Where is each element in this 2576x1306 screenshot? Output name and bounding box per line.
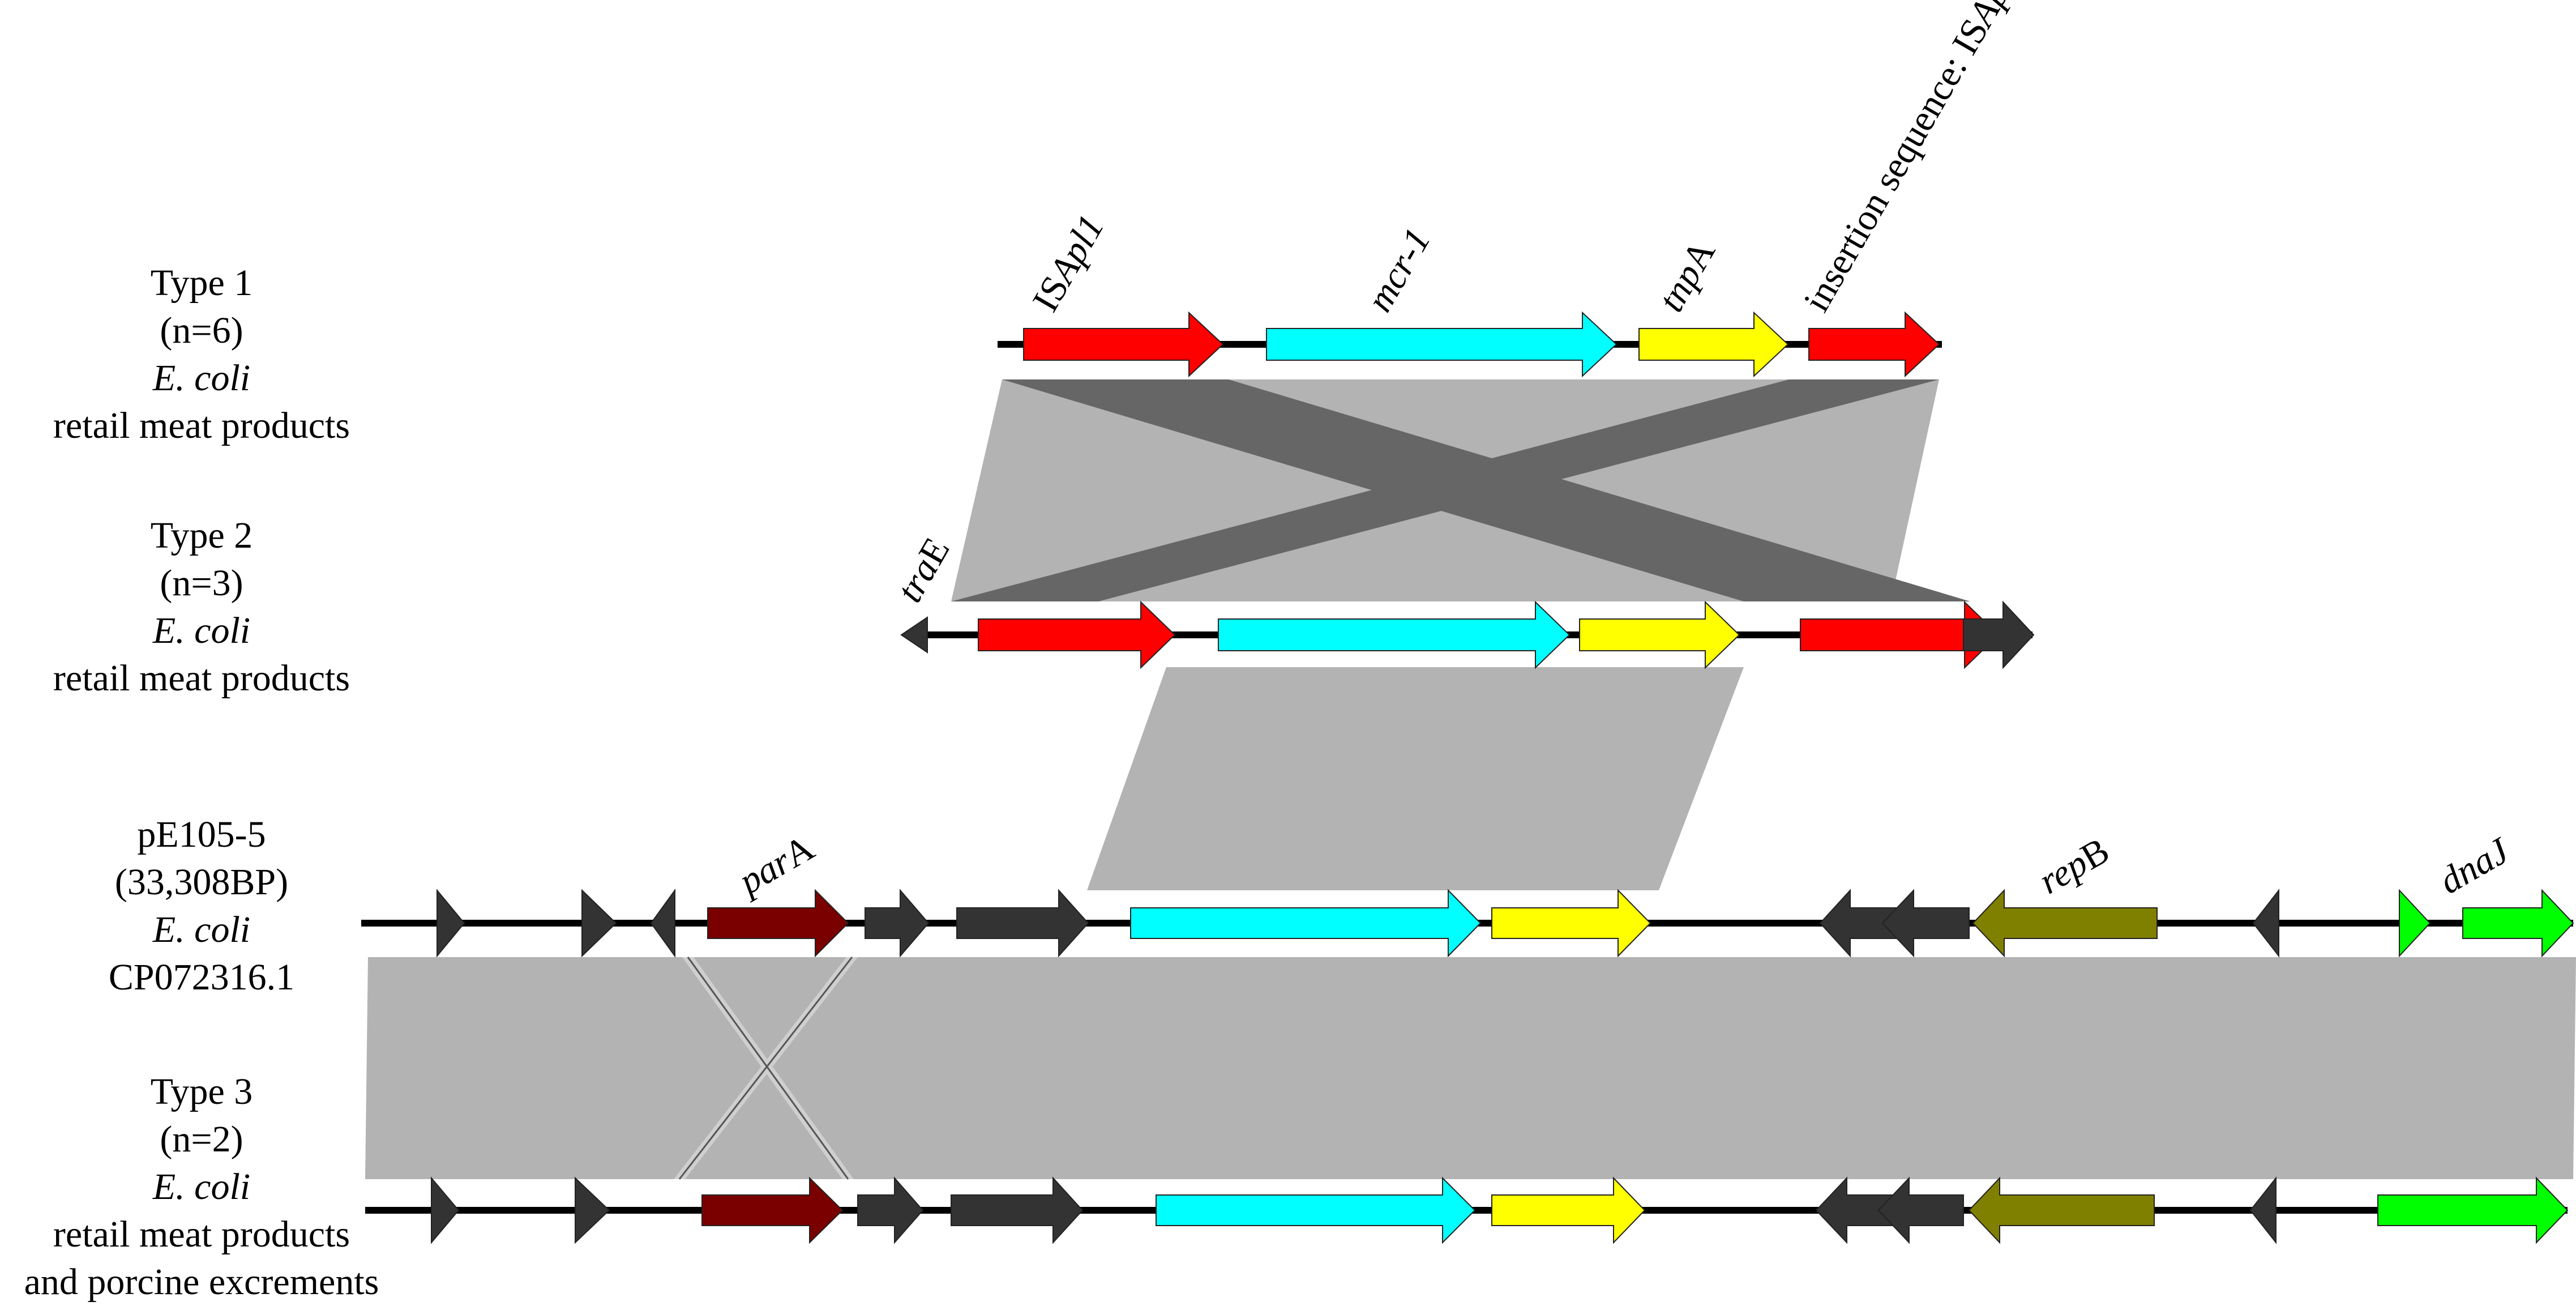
gene-arrow-hypothetical xyxy=(951,1176,1084,1244)
label-line: (n=2) xyxy=(160,1119,243,1160)
label-line: (n=3) xyxy=(160,562,243,604)
label-line: Type 2 xyxy=(150,515,253,556)
gene-label-part: insertion sequence: IS xyxy=(1796,12,1997,318)
gene-arrow-dnaj xyxy=(2377,1176,2569,1244)
sequence-label-type1: Type 1 (n=6) E. coli retail meat product… xyxy=(20,259,383,450)
gene-arrow-hypothetical xyxy=(431,1176,460,1244)
gene-label-dnaj: dnaJ xyxy=(2432,829,2517,902)
gene-arrow-dnaj-small xyxy=(2399,889,2431,958)
homology-block xyxy=(1087,667,1744,890)
gene-label-repb: repB xyxy=(2032,830,2116,902)
homology-type2-pe105-5 xyxy=(1087,667,1744,890)
gene-arrow-mcr-1 xyxy=(1156,1176,1476,1244)
inverted-homology-block xyxy=(951,379,1939,601)
sequence-label-pe105-5: pE105-5 (33,308BP) E. coli CP072316.1 xyxy=(20,811,383,1001)
gene-label-tnpa: tnpA xyxy=(1650,233,1723,318)
homology-block xyxy=(365,957,2576,1179)
gene-arrow-hypothetical xyxy=(2252,889,2279,958)
gene-arrow-trae xyxy=(900,616,928,654)
gene-arrow-tnpa xyxy=(1579,600,1740,669)
gene-arrow-mcr-1 xyxy=(1218,600,1571,669)
label-line: CP072316.1 xyxy=(108,957,295,998)
homology-pe105-5-type3 xyxy=(365,957,2576,1180)
gene-arrow-hypothetical xyxy=(857,1176,924,1244)
label-line: retail meat products xyxy=(53,1214,350,1255)
gene-label-mcr-1: mcr-1 xyxy=(1359,221,1439,319)
label-line: E. coli xyxy=(152,1166,251,1207)
gene-arrow-isapl1 xyxy=(978,600,1176,669)
gene-arrow-hypothetical xyxy=(1963,600,2035,669)
gene-arrow-para xyxy=(701,1176,844,1244)
gene-arrow-isapl1 xyxy=(1023,311,1224,378)
label-line: (33,308BP) xyxy=(114,861,289,903)
label-line: Type 1 xyxy=(150,262,253,304)
gene-track-type3 xyxy=(431,1176,2569,1244)
gene-arrow-hypothetical xyxy=(437,889,465,958)
gene-arrow-hypothetical xyxy=(1881,889,1970,958)
gene-arrow-dnaj xyxy=(2462,889,2574,958)
gene-arrow-mcr-1 xyxy=(1266,311,1618,378)
label-line: and porcine excrements xyxy=(24,1261,379,1303)
gene-arrow-tnpa xyxy=(1491,889,1651,958)
sequence-label-type3: Type 3 (n=2) E. coli retail meat product… xyxy=(20,1068,383,1306)
label-line: E. coli xyxy=(152,909,251,950)
gene-arrow-tnpa xyxy=(1638,311,1789,378)
label-line: E. coli xyxy=(152,610,251,651)
gene-arrow-isapl1-insertion-sequence xyxy=(1808,311,1940,378)
gene-arrow-hypothetical xyxy=(1877,1176,1964,1244)
gene-arrow-repb xyxy=(1972,889,2158,958)
gene-arrow-hypothetical xyxy=(581,889,617,958)
gene-arrow-para xyxy=(707,889,849,958)
sequence-label-type2: Type 2 (n=3) E. coli retail meat product… xyxy=(20,512,383,702)
gene-arrow-hypothetical xyxy=(2249,1176,2277,1244)
gene-track-type1 xyxy=(1023,311,1940,378)
gene-arrow-hypothetical xyxy=(575,1176,610,1244)
gene-arrow-mcr-1 xyxy=(1130,889,1482,958)
gene-label-para: parA xyxy=(730,827,821,903)
label-line: retail meat products xyxy=(53,658,350,699)
gene-label-isapl1: ISApl1 xyxy=(1025,208,1112,318)
label-line: pE105-5 xyxy=(137,814,266,855)
gene-arrow-repb xyxy=(1968,1176,2155,1244)
label-line: retail meat products xyxy=(53,405,350,446)
gene-arrow-hypothetical xyxy=(650,888,675,958)
gene-track-type2 xyxy=(900,600,2035,669)
gene-label-insertion-sequence: insertion sequence: ISApl1 xyxy=(1796,0,2032,319)
label-line: E. coli xyxy=(152,357,251,399)
inverted-homology-edge xyxy=(678,957,853,1180)
gene-arrow-hypothetical xyxy=(865,889,930,958)
gene-label-trae: traE xyxy=(889,531,958,609)
label-line: (n=6) xyxy=(160,310,243,351)
gene-arrow-tnpa xyxy=(1491,1176,1646,1244)
label-line: Type 3 xyxy=(150,1071,253,1112)
inverted-homology-edge xyxy=(687,957,849,1180)
homology-type1-type2 xyxy=(951,379,1970,601)
gene-track-pe105-5 xyxy=(437,888,2574,958)
gene-arrow-hypothetical xyxy=(956,889,1089,958)
